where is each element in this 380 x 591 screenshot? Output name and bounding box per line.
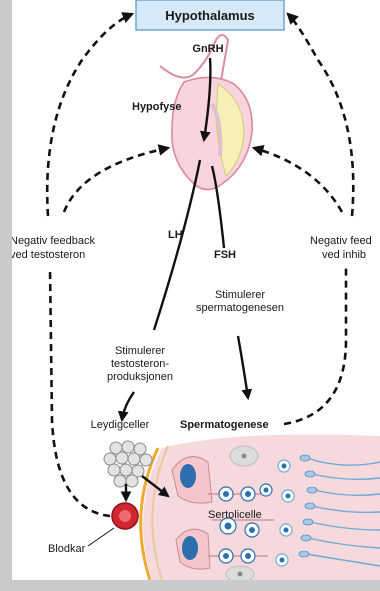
stim-sperm-line2: spermatogenesen	[196, 302, 284, 314]
neg-feedback-right-line2: ved inhib	[322, 249, 366, 261]
testis-tissue	[141, 435, 380, 581]
neg-feedback-left-line2: ved testosteron	[12, 249, 85, 261]
sertoli-label: Sertolicelle	[208, 509, 262, 521]
right-inner-feedback	[254, 148, 342, 212]
stim-test-line1: Stimulerer	[115, 345, 165, 357]
neg-feedback-left-line1: Negativ feedback	[12, 235, 95, 247]
diagram-page: Hypothalamus GnRH Hypofyse LH FSH Negati…	[12, 0, 380, 580]
leydig-label: Leydigceller	[91, 419, 150, 431]
left-inner-feedback	[64, 148, 168, 212]
stim-test-line3: produksjonen	[107, 371, 173, 383]
fsh-arrow-lower	[238, 336, 248, 398]
blood-vessel	[112, 503, 138, 529]
stim-test-line2: testosteron-	[111, 358, 169, 370]
lh-label: LH	[168, 229, 183, 241]
lh-arrow-upper	[154, 160, 200, 330]
blodkar-label: Blodkar	[48, 543, 86, 555]
left-outer-feedback	[47, 14, 132, 216]
lh-arrow-lower	[122, 392, 134, 420]
blood-feedback-line	[50, 268, 110, 516]
spermatogenese-label: Spermatogenese	[180, 419, 269, 431]
gnrh-label: GnRH	[192, 43, 223, 55]
tissue-region	[143, 435, 380, 581]
hypofyse-label: Hypofyse	[132, 101, 182, 113]
hormone-regulation-diagram: Hypothalamus GnRH Hypofyse LH FSH Negati…	[12, 0, 380, 580]
stim-sperm-line1: Stimulerer	[215, 289, 265, 301]
hypothalamus-label: Hypothalamus	[165, 8, 255, 23]
blodkar-leader-line	[88, 528, 114, 546]
right-outer-feedback	[288, 14, 353, 216]
inhibin-feedback-line	[284, 266, 346, 424]
neg-feedback-right-line1: Negativ feed	[310, 235, 372, 247]
fsh-label: FSH	[214, 249, 236, 261]
